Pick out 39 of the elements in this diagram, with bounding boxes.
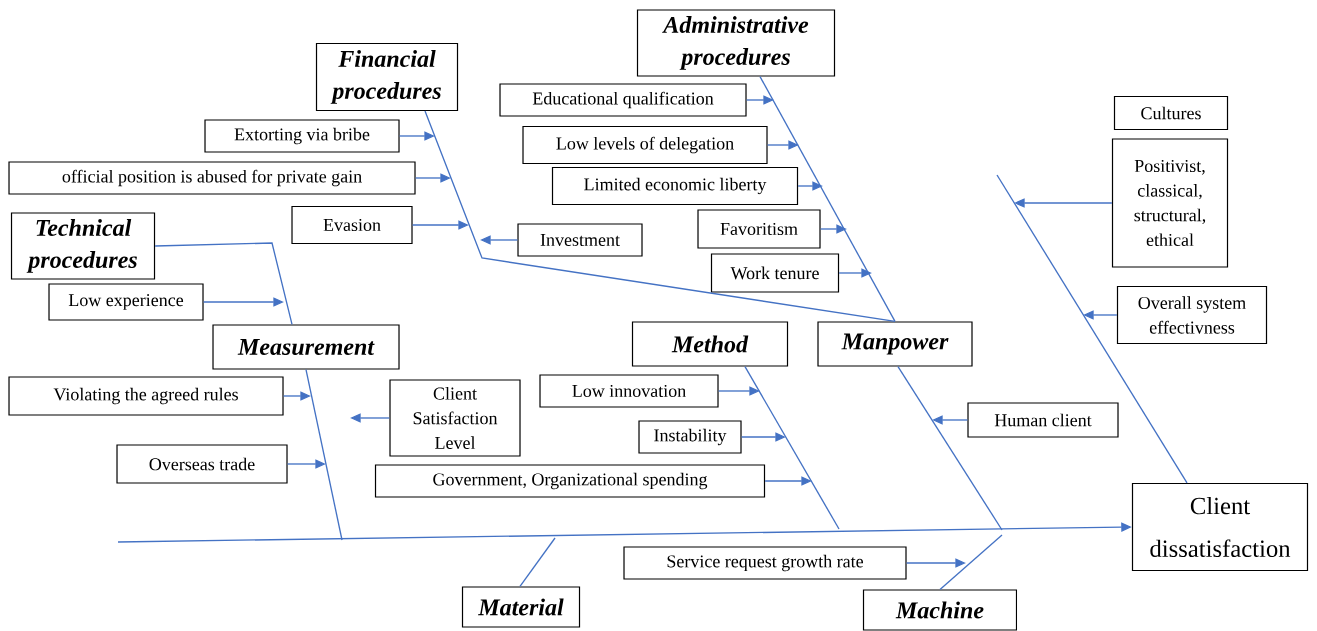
cause-box: Cultures [1113, 95, 1229, 131]
cause-box: Educational qualification [499, 83, 747, 117]
cause-box: Overseas trade [116, 444, 288, 484]
cause-box: Low innovation [539, 374, 719, 408]
cause-box: Work tenure [710, 253, 840, 293]
category-box: Administrative procedures [636, 9, 836, 77]
category-box: Material [461, 586, 581, 628]
cause-box: Extorting via bribe [204, 119, 400, 153]
bone-line [939, 534, 1003, 591]
cause-box: Instability [638, 420, 742, 454]
cause-box: Violating the agreed rules [8, 376, 284, 416]
cause-box: Favoritism [697, 209, 821, 249]
category-box: Machine [862, 589, 1018, 631]
bone-line [744, 365, 840, 530]
category-box: Manpower [817, 321, 973, 367]
bone-line [759, 75, 896, 323]
bone-line [519, 537, 556, 588]
bone-line [996, 174, 1188, 484]
category-box: Technical procedures [10, 212, 156, 280]
cause-box: Government, Organizational spending [374, 464, 766, 498]
cause-box: Client Satisfaction Level [389, 379, 521, 457]
cause-box: Overall system effectivness [1116, 285, 1268, 345]
bone-line [154, 242, 293, 326]
cause-box: Investment [517, 223, 643, 257]
cause-box: Positivist, classical, structural, ethical [1111, 138, 1229, 268]
bone-line [305, 368, 343, 541]
cause-box: Low experience [48, 283, 204, 321]
cause-box: Evasion [291, 205, 413, 245]
cause-box: Low levels of delegation [522, 125, 768, 165]
category-box: Method [631, 321, 789, 367]
bone-line [897, 365, 1003, 531]
bone-line [424, 110, 896, 323]
cause-box: official position is abused for private gain [8, 161, 416, 195]
category-box: Financial procedures [315, 42, 459, 112]
cause-box: Limited economic liberty [551, 166, 799, 206]
cause-box: Service request growth rate [623, 546, 907, 580]
category-box: Measurement [212, 324, 400, 370]
effect-box: Client dissatisfaction [1131, 482, 1309, 572]
cause-box: Human client [967, 402, 1119, 438]
